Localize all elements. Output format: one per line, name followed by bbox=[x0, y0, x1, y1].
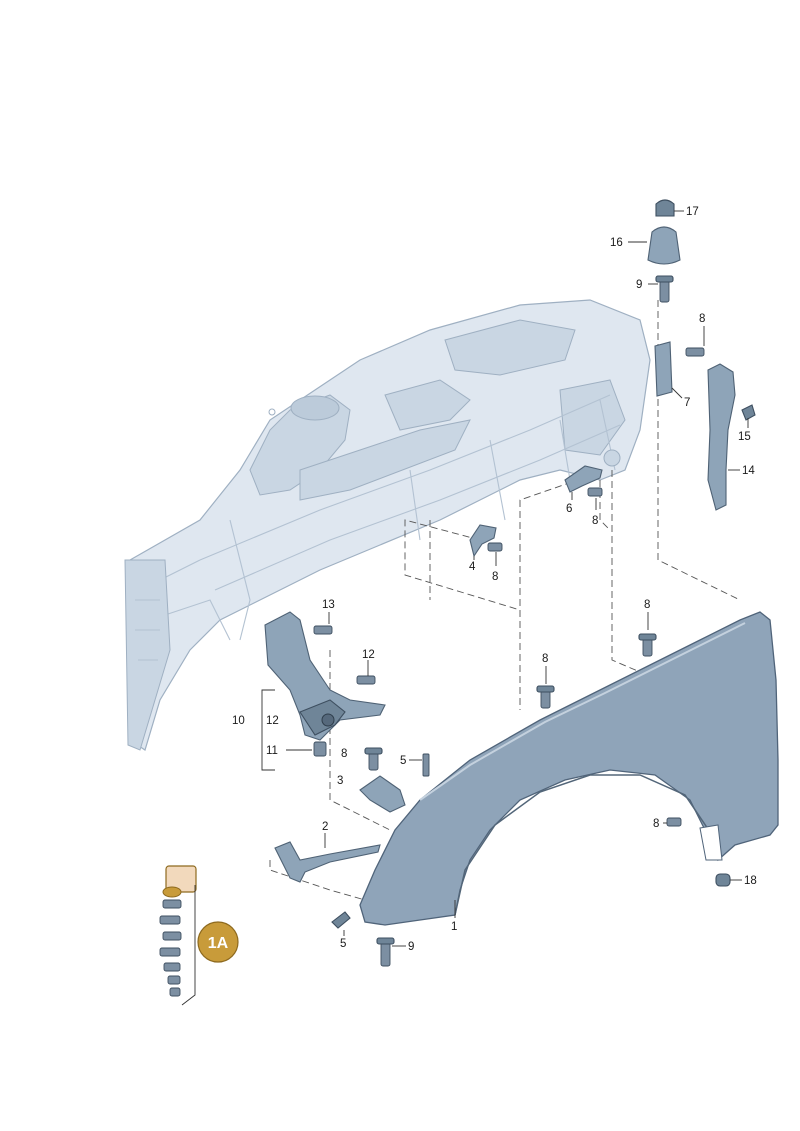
callout-7: 7 bbox=[684, 397, 690, 409]
callout-2: 2 bbox=[322, 821, 328, 833]
bracket-4 bbox=[469, 524, 503, 558]
callout-8-f: 8 bbox=[341, 748, 347, 760]
callout-labels: 17 16 9 8 7 15 14 6 8 4 8 8 13 8 12 10 1… bbox=[232, 206, 757, 953]
callout-18: 18 bbox=[744, 875, 757, 887]
callout-9-top: 9 bbox=[636, 279, 642, 291]
callout-12-b: 12 bbox=[266, 715, 279, 727]
fastener-kit-1A bbox=[159, 865, 197, 1006]
callout-10: 10 bbox=[232, 715, 245, 727]
callout-1: 1 bbox=[451, 921, 457, 933]
kit-badge-label: 1A bbox=[208, 935, 229, 952]
leader-lines bbox=[261, 210, 749, 947]
bolt-13 bbox=[313, 625, 333, 635]
callout-5-lower: 5 bbox=[340, 938, 346, 950]
callout-8-g: 8 bbox=[653, 818, 659, 830]
bump-stop-16 bbox=[647, 226, 681, 265]
cap-nut-17 bbox=[655, 199, 675, 217]
callout-8-e: 8 bbox=[542, 653, 548, 665]
callout-6: 6 bbox=[566, 503, 572, 515]
callout-4: 4 bbox=[469, 561, 476, 573]
vehicle-front-structure bbox=[124, 299, 651, 751]
callout-5-upper: 5 bbox=[400, 755, 406, 767]
bracket-2 bbox=[274, 841, 381, 883]
bracket-7 bbox=[654, 341, 705, 397]
callout-12-a: 12 bbox=[362, 649, 375, 661]
bump-stop-assembly bbox=[647, 199, 681, 303]
fender-support-14 bbox=[707, 363, 756, 511]
bracket-6 bbox=[564, 465, 603, 497]
callout-8-b: 8 bbox=[592, 515, 598, 527]
bracket-3 bbox=[359, 747, 430, 813]
callout-16: 16 bbox=[610, 237, 623, 249]
kit-badge: 1A bbox=[197, 921, 239, 963]
callout-8-d: 8 bbox=[644, 599, 650, 611]
callout-17: 17 bbox=[686, 206, 699, 218]
bolt-11 bbox=[313, 741, 327, 757]
callout-8-a: 8 bbox=[699, 313, 705, 325]
callout-3: 3 bbox=[337, 775, 343, 787]
callout-9-bottom: 9 bbox=[408, 941, 414, 953]
callout-15: 15 bbox=[738, 431, 751, 443]
callout-11: 11 bbox=[266, 745, 278, 757]
callout-13: 13 bbox=[322, 599, 335, 611]
callout-14: 14 bbox=[742, 465, 755, 477]
fender-1 bbox=[359, 611, 779, 926]
lower-fasteners bbox=[331, 911, 395, 967]
bracket-assembly-10 bbox=[264, 611, 386, 757]
callout-8-c: 8 bbox=[492, 571, 498, 583]
bolt-12 bbox=[356, 675, 376, 685]
